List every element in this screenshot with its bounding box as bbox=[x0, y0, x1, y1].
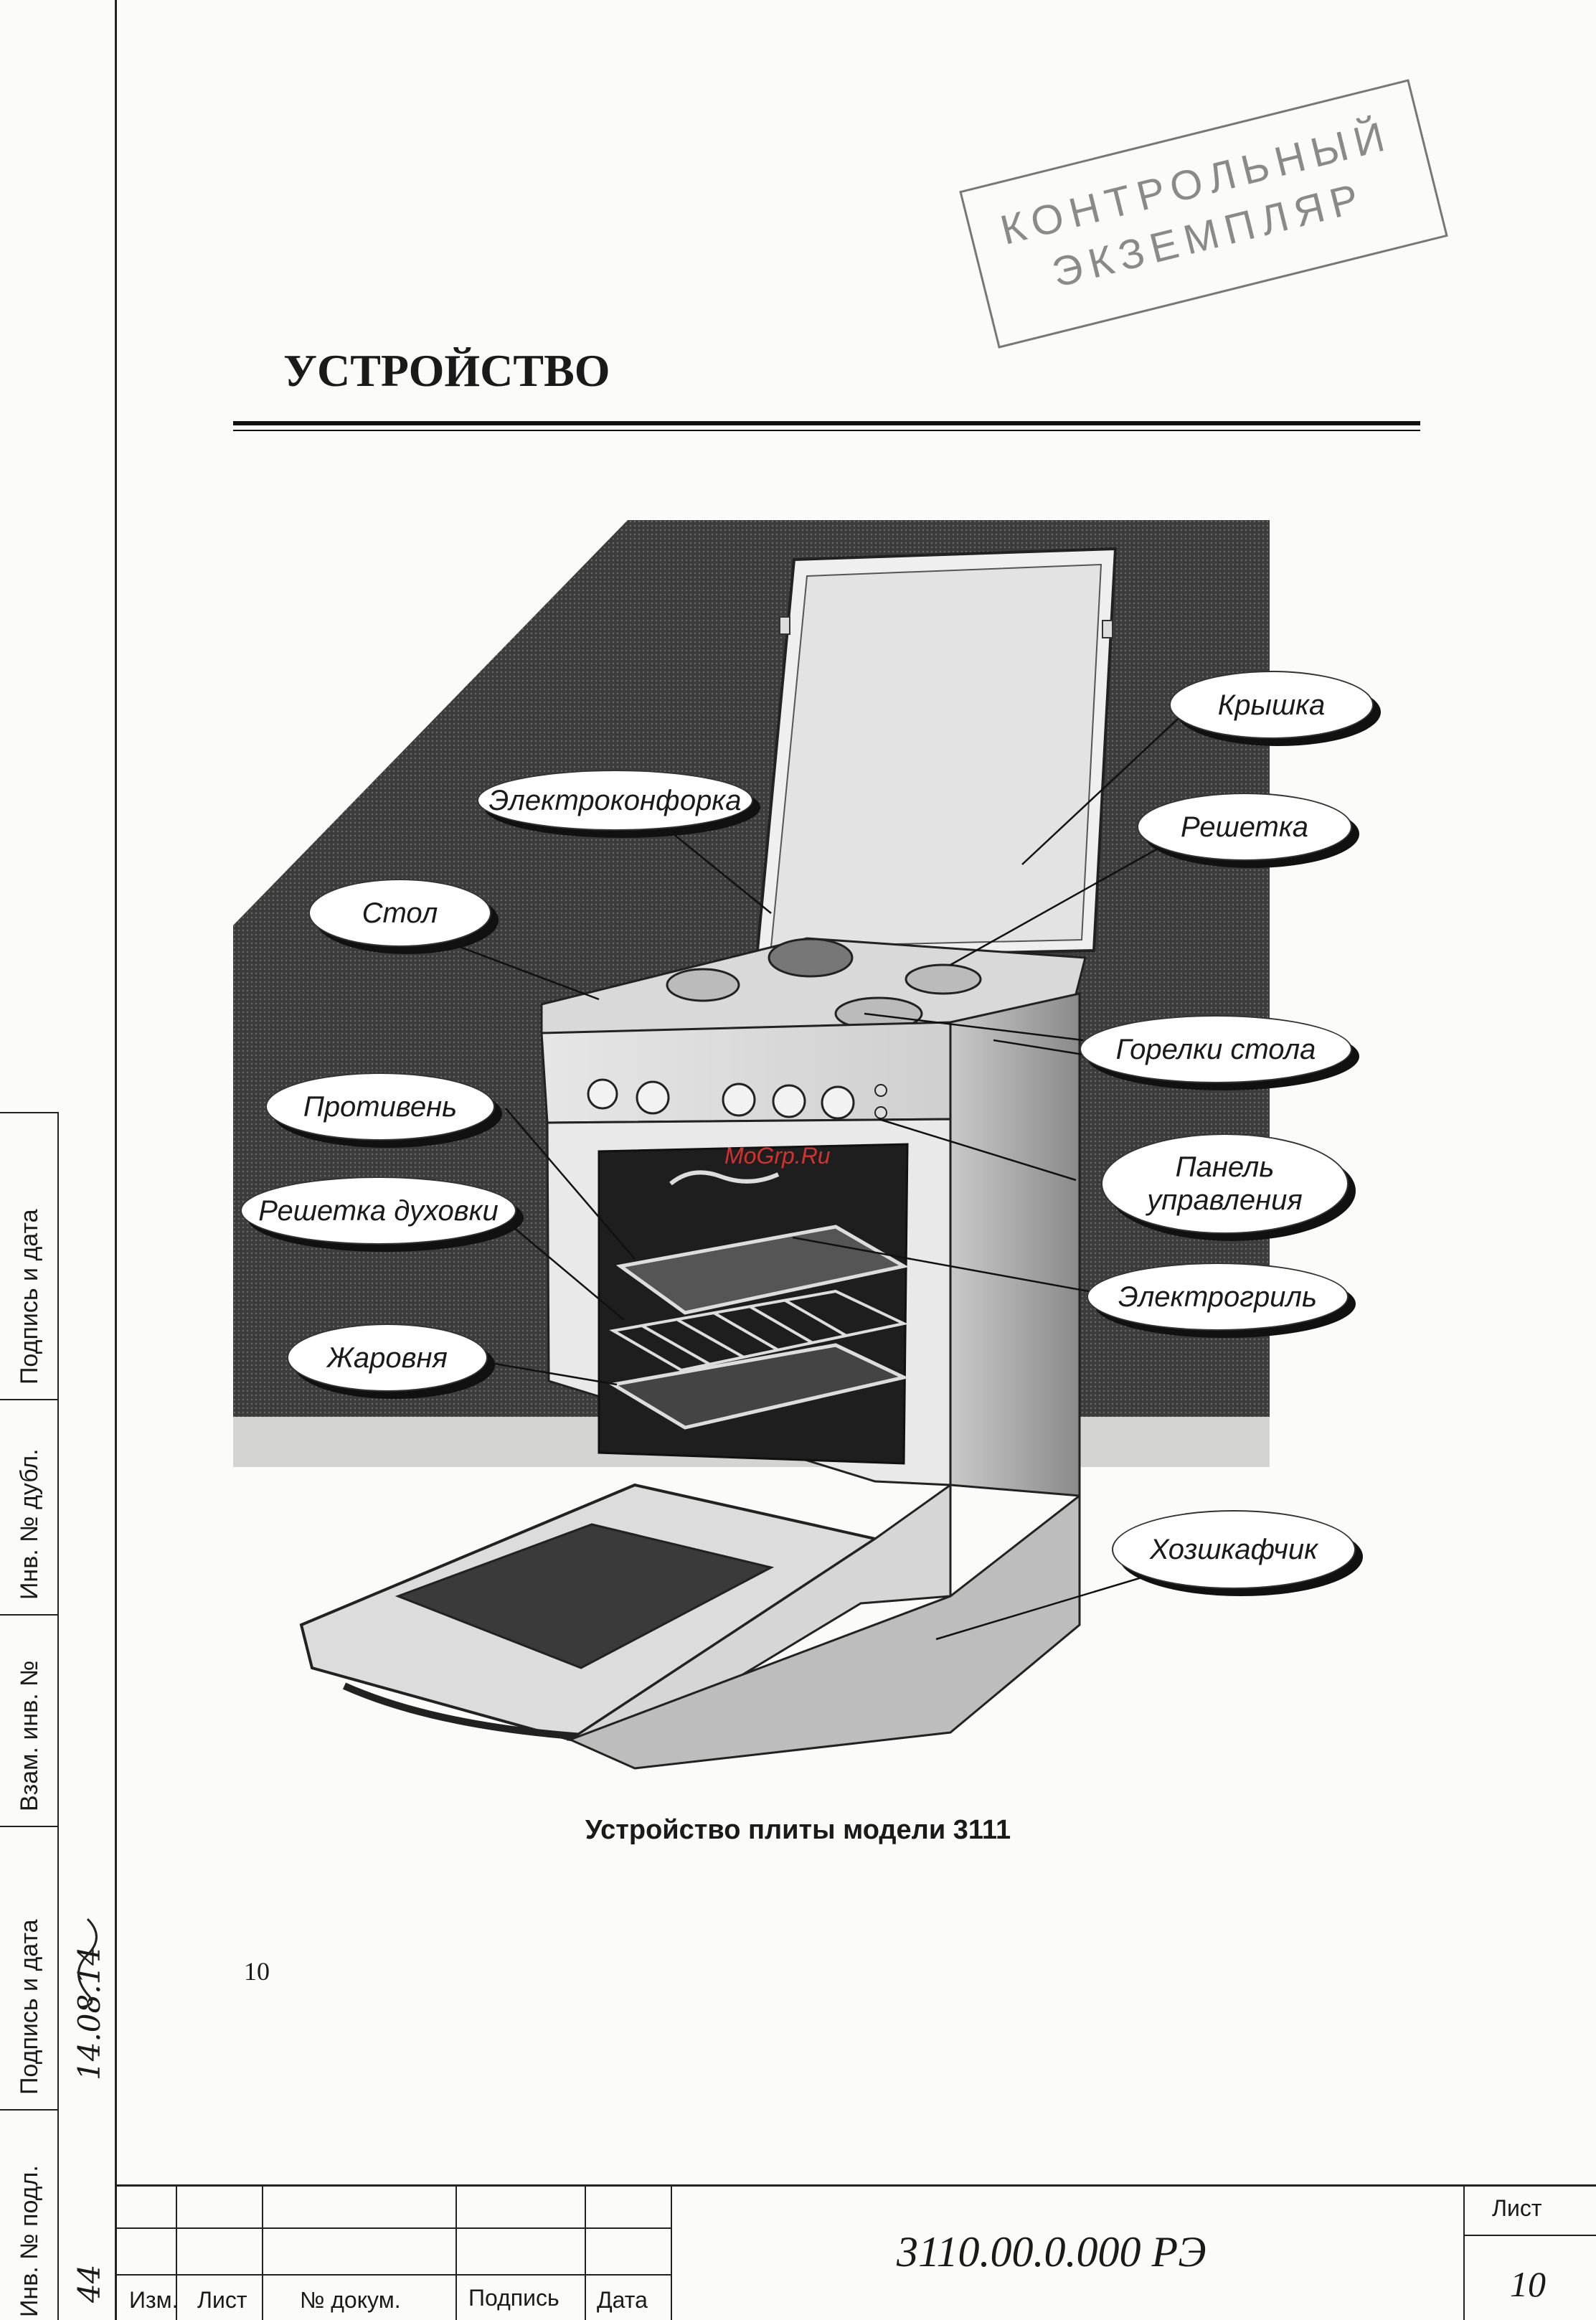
tb-col-sheet: Лист bbox=[197, 2287, 247, 2313]
tb-sheet-number: 10 bbox=[1510, 2264, 1546, 2304]
lid-hinge-left bbox=[779, 616, 790, 635]
callout-control-panel: Панель управления bbox=[1101, 1133, 1349, 1234]
side-cell-border-3 bbox=[0, 1826, 57, 1827]
tb-vline-1 bbox=[176, 2184, 177, 2320]
side-cell-top-border bbox=[0, 1112, 57, 1113]
tb-col-change: Изм. bbox=[129, 2287, 179, 2313]
callout-lid: Крышка bbox=[1169, 671, 1374, 739]
callout-oven-rack: Решетка духовки bbox=[240, 1176, 516, 1245]
tb-row-line-2 bbox=[115, 2274, 671, 2276]
page-number: 10 bbox=[244, 1957, 270, 1986]
side-cell-border-2 bbox=[0, 1614, 57, 1616]
roasting-pan bbox=[608, 1343, 910, 1430]
figure-caption: Устройство плиты модели 3111 bbox=[585, 1815, 1011, 1845]
grill-element bbox=[669, 1170, 780, 1186]
burner-1 bbox=[666, 968, 740, 1002]
tb-vline-2 bbox=[262, 2184, 263, 2320]
lid-inner bbox=[770, 563, 1102, 948]
control-copy-stamp: КОНТРОЛЬНЫЙ ЭКЗЕМПЛЯР bbox=[959, 79, 1448, 349]
side-label-orig-inv: Инв. № подл. bbox=[16, 2165, 43, 2317]
tb-vline-4 bbox=[585, 2184, 586, 2320]
page-frame-left bbox=[115, 0, 117, 2320]
callout-roaster: Жаровня bbox=[287, 1324, 488, 1392]
section-heading: УСТРОЙСТВО bbox=[283, 345, 610, 396]
oven-rack bbox=[609, 1289, 909, 1372]
tb-vline-6 bbox=[1463, 2184, 1465, 2320]
base bbox=[567, 1493, 1081, 1770]
tb-top-border bbox=[115, 2184, 1596, 2187]
side-cell-border-4 bbox=[0, 2109, 57, 2111]
side-strip-divider bbox=[57, 1112, 59, 2320]
title-block: Изм. Лист № докум. Подпись Дата 3110.00.… bbox=[115, 2184, 1596, 2320]
tb-col-signature: Подпись bbox=[468, 2285, 559, 2311]
oven-door-glass bbox=[395, 1523, 775, 1669]
side-signature-strip: Подпись и дата Инв. № дубл. Взам. инв. №… bbox=[0, 1112, 115, 2320]
side-label-dup-inv: Инв. № дубл. bbox=[16, 1448, 43, 1600]
tb-vline-5 bbox=[671, 2184, 672, 2320]
lid-hinge-right bbox=[1102, 620, 1113, 638]
side-cell-border-1 bbox=[0, 1399, 57, 1400]
site-watermark: MoGrp.Ru bbox=[724, 1143, 831, 1169]
tb-sheet-divider bbox=[1463, 2235, 1596, 2236]
callout-tray: Противень bbox=[265, 1072, 495, 1141]
callout-burners: Горелки стола bbox=[1080, 1015, 1352, 1083]
burner-2 bbox=[905, 963, 982, 995]
tb-sheet-label: Лист bbox=[1492, 2195, 1542, 2221]
baking-tray bbox=[615, 1225, 909, 1315]
callout-grid: Решетка bbox=[1137, 793, 1352, 861]
tb-row-line-1 bbox=[115, 2227, 671, 2229]
hotplate bbox=[768, 938, 854, 978]
heading-rule-thin bbox=[233, 430, 1420, 431]
heading-rule-thick bbox=[233, 421, 1420, 425]
handwritten-signature bbox=[77, 1918, 98, 2009]
handwritten-number: 44 bbox=[72, 2264, 107, 2303]
tb-col-date: Дата bbox=[597, 2287, 648, 2313]
callout-grill: Электрогриль bbox=[1087, 1263, 1349, 1331]
side-label-replace-inv: Взам. инв. № bbox=[16, 1660, 43, 1811]
callout-hotplate: Электроконфорка bbox=[477, 770, 753, 831]
callout-table: Стол bbox=[308, 879, 491, 947]
side-label-sign-date-1: Подпись и дата bbox=[16, 1209, 43, 1385]
indicator-lights bbox=[874, 1084, 887, 1119]
side-label-sign-date-2: Подпись и дата bbox=[16, 1919, 43, 2095]
control-knobs bbox=[587, 1078, 855, 1120]
document-number: 3110.00.0.000 РЭ bbox=[897, 2228, 1207, 2276]
stove-figure: Крышка Электроконфорка Решетка Стол Горе… bbox=[233, 520, 1424, 1797]
leader-lines bbox=[354, 709, 1188, 1641]
tb-col-doc-number: № докум. bbox=[300, 2287, 401, 2313]
body-right-side bbox=[949, 992, 1081, 1497]
callout-cabinet: Хозшкафчик bbox=[1112, 1510, 1356, 1589]
tb-vline-3 bbox=[455, 2184, 457, 2320]
